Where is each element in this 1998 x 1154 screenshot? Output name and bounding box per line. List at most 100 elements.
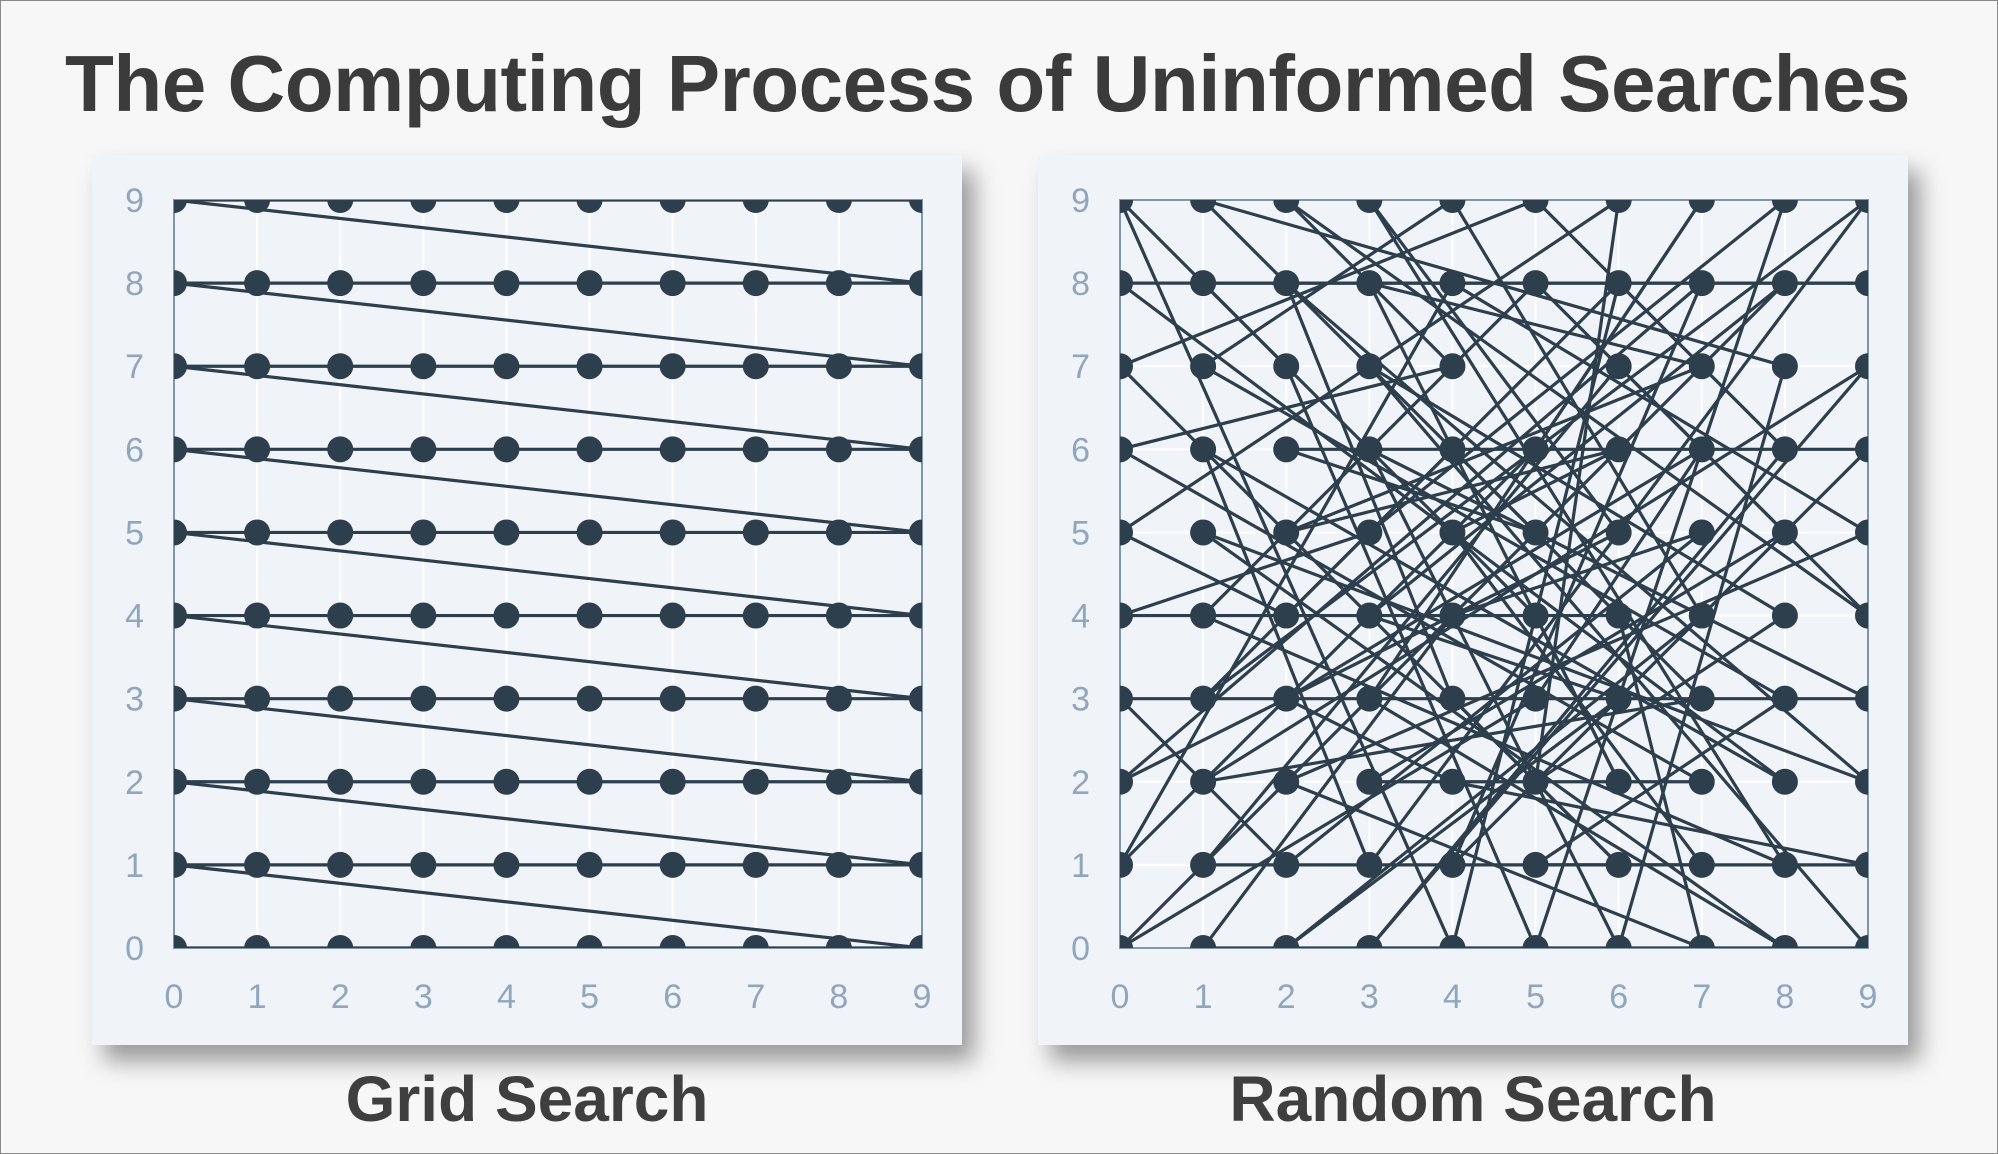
grid-search-y-tick-label: 9: [125, 182, 144, 220]
random-search-data-point: [1522, 685, 1549, 712]
random-search-data-point: [1855, 685, 1868, 712]
random-search-data-point: [1190, 685, 1217, 712]
grid-search-data-point: [410, 935, 437, 948]
grid-search-data-point: [742, 935, 769, 948]
grid-search-y-tick-label: 5: [125, 514, 144, 552]
grid-search-data-point: [410, 353, 437, 380]
grid-search-data-point: [327, 685, 354, 712]
grid-search-data-point: [576, 353, 603, 380]
random-search-data-point: [1273, 851, 1300, 878]
grid-search-y-tick-label: 1: [125, 847, 144, 885]
random-search-data-point: [1771, 851, 1798, 878]
random-search-data-point: [1356, 519, 1383, 546]
random-search-x-tick-label: 9: [1859, 978, 1878, 1016]
random-search-path-segment: [1202, 697, 1703, 784]
random-search-data-point: [1688, 602, 1715, 629]
grid-search-data-point: [825, 602, 852, 629]
random-search-data-point: [1771, 935, 1798, 948]
grid-search-data-point: [244, 851, 271, 878]
grid-search-data-point: [327, 353, 354, 380]
grid-search-data-point: [742, 768, 769, 795]
random-search-data-point: [1190, 602, 1217, 629]
random-search-data-point: [1439, 935, 1466, 948]
grid-search-data-point: [244, 353, 271, 380]
grid-search-data-point: [909, 935, 922, 948]
random-search-path-segment: [1201, 448, 1371, 866]
random-search-data-point: [1439, 602, 1466, 629]
random-search-data-point: [1439, 353, 1466, 380]
random-search-path-segment: [1285, 364, 1703, 534]
random-search-data-point: [1190, 851, 1217, 878]
grid-search-data-point: [659, 200, 686, 213]
grid-search-x-tick-label: 8: [829, 978, 848, 1016]
grid-search-data-point: [244, 200, 271, 213]
grid-search-data-point: [327, 851, 354, 878]
random-search-data-point: [1605, 685, 1632, 712]
random-search-data-point: [1771, 519, 1798, 546]
random-search-data-point: [1273, 935, 1300, 948]
random-search-path-segment: [1368, 200, 1786, 534]
random-search-data-point: [1439, 519, 1466, 546]
random-search-data-point: [1120, 270, 1133, 297]
grid-search-data-point: [742, 436, 769, 463]
grid-search-data-point: [576, 685, 603, 712]
random-search-path-segment: [1368, 614, 1620, 701]
random-search-path-segment: [1452, 780, 1868, 867]
random-search-path-segment: [1202, 614, 1786, 867]
grid-search-data-point: [410, 436, 437, 463]
random-search-data-point: [1855, 935, 1868, 948]
random-search-path-segment: [1534, 448, 1704, 700]
grid-search-data-point: [576, 851, 603, 878]
grid-search-data-point: [825, 768, 852, 795]
random-search-data-point: [1356, 436, 1383, 463]
random-search-data-point: [1120, 200, 1133, 213]
grid-search-data-point: [909, 353, 922, 380]
random-search-path-segment: [1367, 200, 1787, 866]
random-search-data-point: [1605, 200, 1632, 213]
random-search-x-tick-label: 0: [1111, 978, 1130, 1016]
grid-search-data-point: [493, 436, 520, 463]
random-search-path-segment: [1120, 200, 1537, 617]
grid-search-data-point: [493, 519, 520, 546]
random-search-data-point: [1855, 436, 1868, 463]
random-search-path-segment: [1201, 365, 1620, 866]
random-search-path-segment: [1285, 697, 1620, 948]
random-search-data-point: [1855, 200, 1868, 213]
grid-search-data-point: [493, 353, 520, 380]
random-search-data-point: [1120, 602, 1133, 629]
random-search-data-point: [1273, 768, 1300, 795]
grid-search-data-point: [576, 602, 603, 629]
random-search-path-segment: [1202, 200, 1786, 368]
random-search-data-point: [1522, 768, 1549, 795]
grid-search-data-point: [244, 270, 271, 297]
grid-search-data-point: [327, 436, 354, 463]
random-search-data-point: [1605, 436, 1632, 463]
grid-search-series: [174, 200, 922, 948]
grid-search-y-tick-label: 3: [125, 681, 144, 719]
random-search-x-tick-label: 3: [1360, 978, 1379, 1016]
grid-search-path-segment: [174, 863, 922, 948]
grid-search-data-point: [174, 935, 187, 948]
random-search-data-point: [1190, 353, 1217, 380]
grid-search-y-tick-label: 0: [125, 930, 144, 968]
grid-search-x-tick-label: 5: [580, 978, 599, 1016]
random-search-data-point: [1605, 935, 1632, 948]
grid-search-data-point: [659, 270, 686, 297]
random-search-y-tick-label: 6: [1071, 431, 1090, 469]
grid-search-data-point: [174, 685, 187, 712]
random-search-data-point: [1605, 602, 1632, 629]
random-search-data-point: [1439, 270, 1466, 297]
random-search-data-point: [1605, 768, 1632, 795]
random-search-y-tick-label: 7: [1071, 348, 1090, 386]
random-search-x-tick-label: 8: [1775, 978, 1794, 1016]
random-search-data-point: [1120, 685, 1133, 712]
random-search-series: [1120, 200, 1868, 948]
random-search-data-point: [1356, 270, 1383, 297]
random-search-x-tick-label: 4: [1443, 978, 1462, 1016]
random-search-path-segment: [1201, 614, 1454, 948]
random-search-data-point: [1771, 602, 1798, 629]
random-search-data-point: [1522, 851, 1549, 878]
random-search-data-point: [1522, 436, 1549, 463]
random-search-data-point: [1356, 935, 1383, 948]
